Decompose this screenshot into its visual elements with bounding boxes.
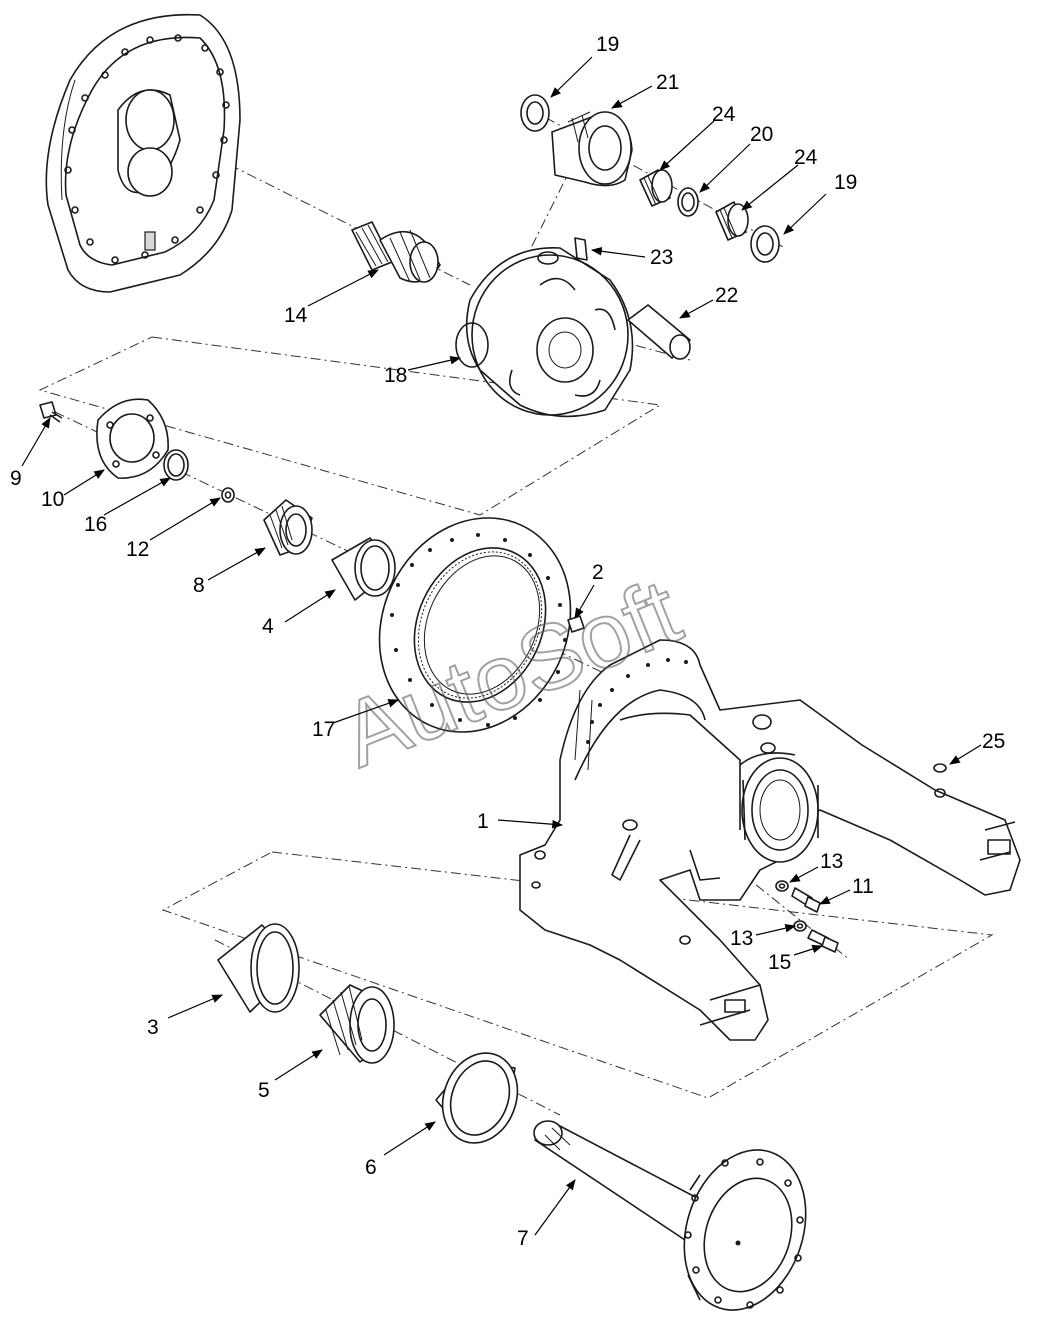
outer-tapered-bearing <box>263 499 313 556</box>
cover-bolt-holes <box>64 34 230 264</box>
washer-lower <box>793 920 807 932</box>
planetary-housing-cover <box>45 13 241 293</box>
snap-ring <box>163 449 189 481</box>
callout-14: 14 <box>284 304 308 327</box>
axle-flange-stud-holes <box>684 1158 804 1309</box>
callout-21: 21 <box>656 71 679 94</box>
axle-shaft <box>533 1120 807 1311</box>
callout-23: 23 <box>650 246 673 269</box>
thrust-washer-lower <box>750 225 780 263</box>
washer-upper <box>775 880 789 892</box>
thrust-washer-upper <box>520 94 550 132</box>
shim-washer <box>221 487 235 503</box>
needle-bearing-upper <box>639 169 673 207</box>
bolt-lower <box>807 929 839 953</box>
ring-gear <box>378 517 572 733</box>
callout-8: 8 <box>193 574 205 597</box>
cap-bolt <box>39 401 63 423</box>
callout-6: 6 <box>365 1156 377 1179</box>
inner-tapered-bearing <box>319 984 395 1064</box>
callout-1: 1 <box>477 810 489 833</box>
planet-gear <box>551 111 633 187</box>
outer-bearing-cup <box>331 537 396 601</box>
sun-pinion-shaft <box>351 221 441 283</box>
callout-2: 2 <box>592 561 604 584</box>
planet-carrier <box>455 247 634 418</box>
callout-19-upper: 19 <box>596 33 619 56</box>
axle-housing <box>519 639 1021 1041</box>
callout-12: 12 <box>126 538 149 561</box>
callout-13-lower: 13 <box>730 927 753 950</box>
callout-15: 15 <box>768 951 791 974</box>
callout-labels: 19 21 24 20 24 19 23 22 14 18 9 10 16 12… <box>10 33 1005 1250</box>
callout-16: 16 <box>84 513 107 536</box>
ring-gear-bolt-holes <box>390 533 567 727</box>
planet-shaft <box>627 304 691 360</box>
callout-24-lower: 24 <box>794 146 818 169</box>
spacer-ring <box>677 187 699 217</box>
callout-24-upper: 24 <box>712 103 736 126</box>
inner-bearing-cup <box>217 923 300 1013</box>
subassembly-outline-lower <box>161 851 994 1099</box>
subassembly-outline-upper <box>38 336 662 516</box>
callout-19-lower: 19 <box>834 171 857 194</box>
oil-seal <box>435 1052 519 1144</box>
callout-18: 18 <box>384 364 407 387</box>
retainer-plate <box>96 398 169 479</box>
bolt-upper <box>791 887 821 913</box>
callout-25: 25 <box>982 730 1005 753</box>
callout-20: 20 <box>750 123 773 146</box>
callout-7: 7 <box>517 1227 529 1250</box>
callout-5: 5 <box>258 1079 270 1102</box>
callout-9: 9 <box>10 467 22 490</box>
callout-10: 10 <box>41 488 64 511</box>
callout-17: 17 <box>312 718 335 741</box>
callout-22: 22 <box>715 284 738 307</box>
callout-13-upper: 13 <box>820 850 843 873</box>
needle-bearing-lower <box>715 201 749 241</box>
leader-lines <box>21 56 982 1236</box>
callout-3: 3 <box>147 1016 159 1039</box>
plug <box>933 763 947 773</box>
callout-11: 11 <box>852 875 874 898</box>
locating-pin <box>574 237 588 261</box>
callout-4: 4 <box>262 615 274 638</box>
